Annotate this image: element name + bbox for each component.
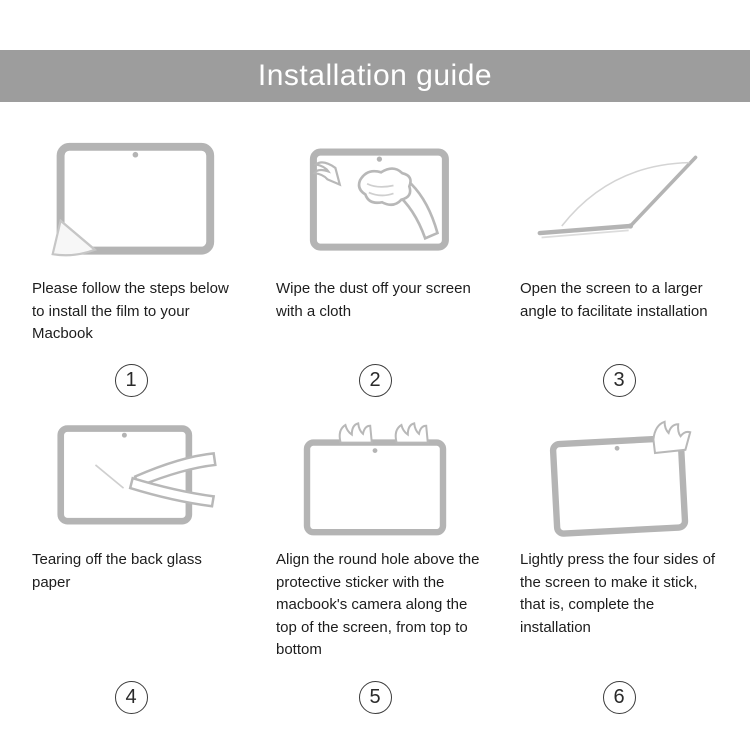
step-number-badge: 2: [358, 364, 392, 397]
step-number-badge: 4: [114, 681, 148, 714]
step-3: Open the screen to a larger angle to fac…: [514, 138, 724, 397]
step-2: Wipe the dust off your screen with a clo…: [270, 138, 480, 397]
wipe-screen-cloth-illustration: [270, 138, 480, 270]
step-5: Align the round hole above the protectiv…: [270, 417, 480, 714]
step-number-wrap: 6: [514, 681, 724, 714]
open-laptop-angle-illustration: [514, 138, 724, 270]
step-1: Please follow the steps below to install…: [26, 138, 236, 397]
step-caption: Lightly press the four sides of the scre…: [520, 551, 716, 636]
step-number-wrap: 5: [270, 681, 480, 714]
step-caption: Open the screen to a larger angle to fac…: [520, 280, 708, 320]
step-number-wrap: 1: [26, 364, 236, 397]
step-6: Lightly press the four sides of the scre…: [514, 417, 724, 714]
step-number-wrap: 3: [514, 364, 724, 397]
step-caption: Please follow the steps below to install…: [32, 280, 229, 342]
macbook-screen-film-corner-illustration: [26, 138, 236, 270]
page-title: Installation guide: [257, 59, 493, 92]
guide-content: Please follow the steps below to install…: [0, 138, 750, 714]
steps-row-1: Please follow the steps below to install…: [26, 138, 724, 397]
step-number-badge: 5: [358, 681, 392, 714]
step-number-badge: 6: [602, 681, 636, 714]
step-caption: Align the round hole above the protectiv…: [276, 551, 480, 658]
align-film-illustration: [270, 417, 480, 541]
step-number-wrap: 4: [26, 681, 236, 714]
step-number-badge: 1: [114, 364, 148, 397]
step-4: Tearing off the back glass paper 4: [26, 417, 236, 714]
step-caption: Wipe the dust off your screen with a clo…: [276, 280, 471, 320]
tear-back-paper-illustration: [26, 417, 236, 541]
step-number-wrap: 2: [270, 364, 480, 397]
header-banner: Installation guide: [0, 50, 750, 102]
step-number-badge: 3: [602, 364, 636, 397]
steps-row-2: Tearing off the back glass paper 4 Align…: [26, 417, 724, 714]
step-caption: Tearing off the back glass paper: [32, 551, 202, 591]
press-edges-illustration: [514, 417, 724, 541]
